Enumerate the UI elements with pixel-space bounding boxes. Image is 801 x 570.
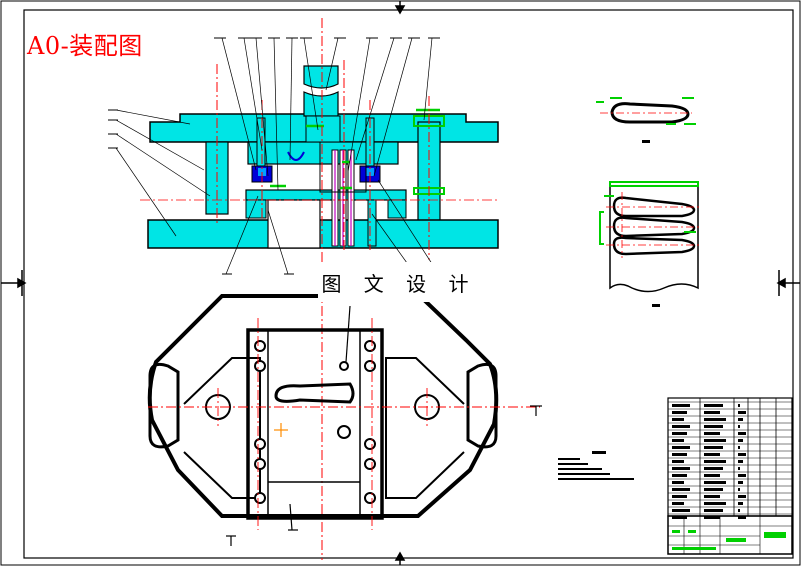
title-block — [667, 397, 793, 555]
plan-view — [147, 294, 542, 546]
parts-cell-text — [738, 460, 743, 463]
parts-cell-text — [704, 488, 723, 491]
parts-cell-text — [704, 509, 723, 512]
parts-cell-text — [738, 474, 746, 477]
parts-cell-text — [704, 446, 723, 449]
parts-cell-text — [738, 453, 746, 456]
parts-cell-text — [738, 446, 740, 449]
parts-cell-text — [672, 467, 690, 470]
detail-view-2 — [599, 181, 700, 307]
shank — [303, 65, 339, 89]
parts-cell-text — [704, 418, 726, 421]
technical-notes — [558, 451, 634, 480]
parts-cell-text — [704, 516, 720, 519]
parts-cell-text — [672, 474, 687, 477]
parts-cell-text — [672, 495, 687, 498]
parts-cell-text — [672, 404, 690, 407]
lower-plate — [147, 219, 499, 249]
parts-cell-text — [738, 425, 740, 428]
punch-holder — [247, 141, 399, 165]
parts-cell-text — [672, 418, 684, 421]
parts-cell-text — [738, 481, 743, 484]
parts-cell-text — [672, 411, 687, 414]
parts-cell-text — [738, 502, 743, 505]
parts-cell-text — [704, 453, 720, 456]
slot-cutout — [274, 382, 355, 404]
parts-cell-text — [672, 509, 690, 512]
parts-cell-text — [672, 502, 684, 505]
parts-cell-text — [738, 488, 740, 491]
detail-view-1 — [596, 97, 696, 143]
parts-cell-text — [704, 411, 720, 414]
parts-cell-text — [738, 467, 740, 470]
parts-cell-text — [704, 467, 723, 470]
parts-cell-text — [672, 446, 690, 449]
parts-cell-text — [672, 453, 687, 456]
watermark-text: 图 文 设 计 — [318, 262, 480, 302]
parts-cell-text — [672, 488, 690, 491]
parts-cell-text — [738, 432, 746, 435]
parts-cell-text — [672, 432, 687, 435]
parts-cell-text — [738, 411, 746, 414]
parts-cell-text — [704, 432, 720, 435]
parts-cell-text — [672, 460, 684, 463]
parts-cell-text — [738, 495, 746, 498]
parts-cell-text — [704, 404, 723, 407]
parts-cell-text — [738, 404, 740, 407]
parts-cell-text — [672, 439, 684, 442]
parts-cell-text — [704, 425, 723, 428]
parts-cell-text — [738, 439, 743, 442]
parts-cell-text — [704, 439, 726, 442]
parts-cell-text — [704, 502, 726, 505]
parts-cell-text — [704, 460, 726, 463]
parts-cell-text — [704, 474, 720, 477]
parts-cell-text — [738, 418, 743, 421]
parts-cell-text — [704, 495, 720, 498]
parts-cell-text — [672, 516, 687, 519]
drawing-title: A0-装配图 — [27, 32, 143, 60]
parts-cell-text — [672, 481, 684, 484]
front-section-view — [108, 18, 500, 560]
parts-cell-text — [738, 509, 740, 512]
parts-cell-text — [704, 481, 726, 484]
parts-cell-text — [672, 425, 690, 428]
parts-cell-text — [738, 516, 746, 519]
die-outline — [147, 294, 499, 518]
